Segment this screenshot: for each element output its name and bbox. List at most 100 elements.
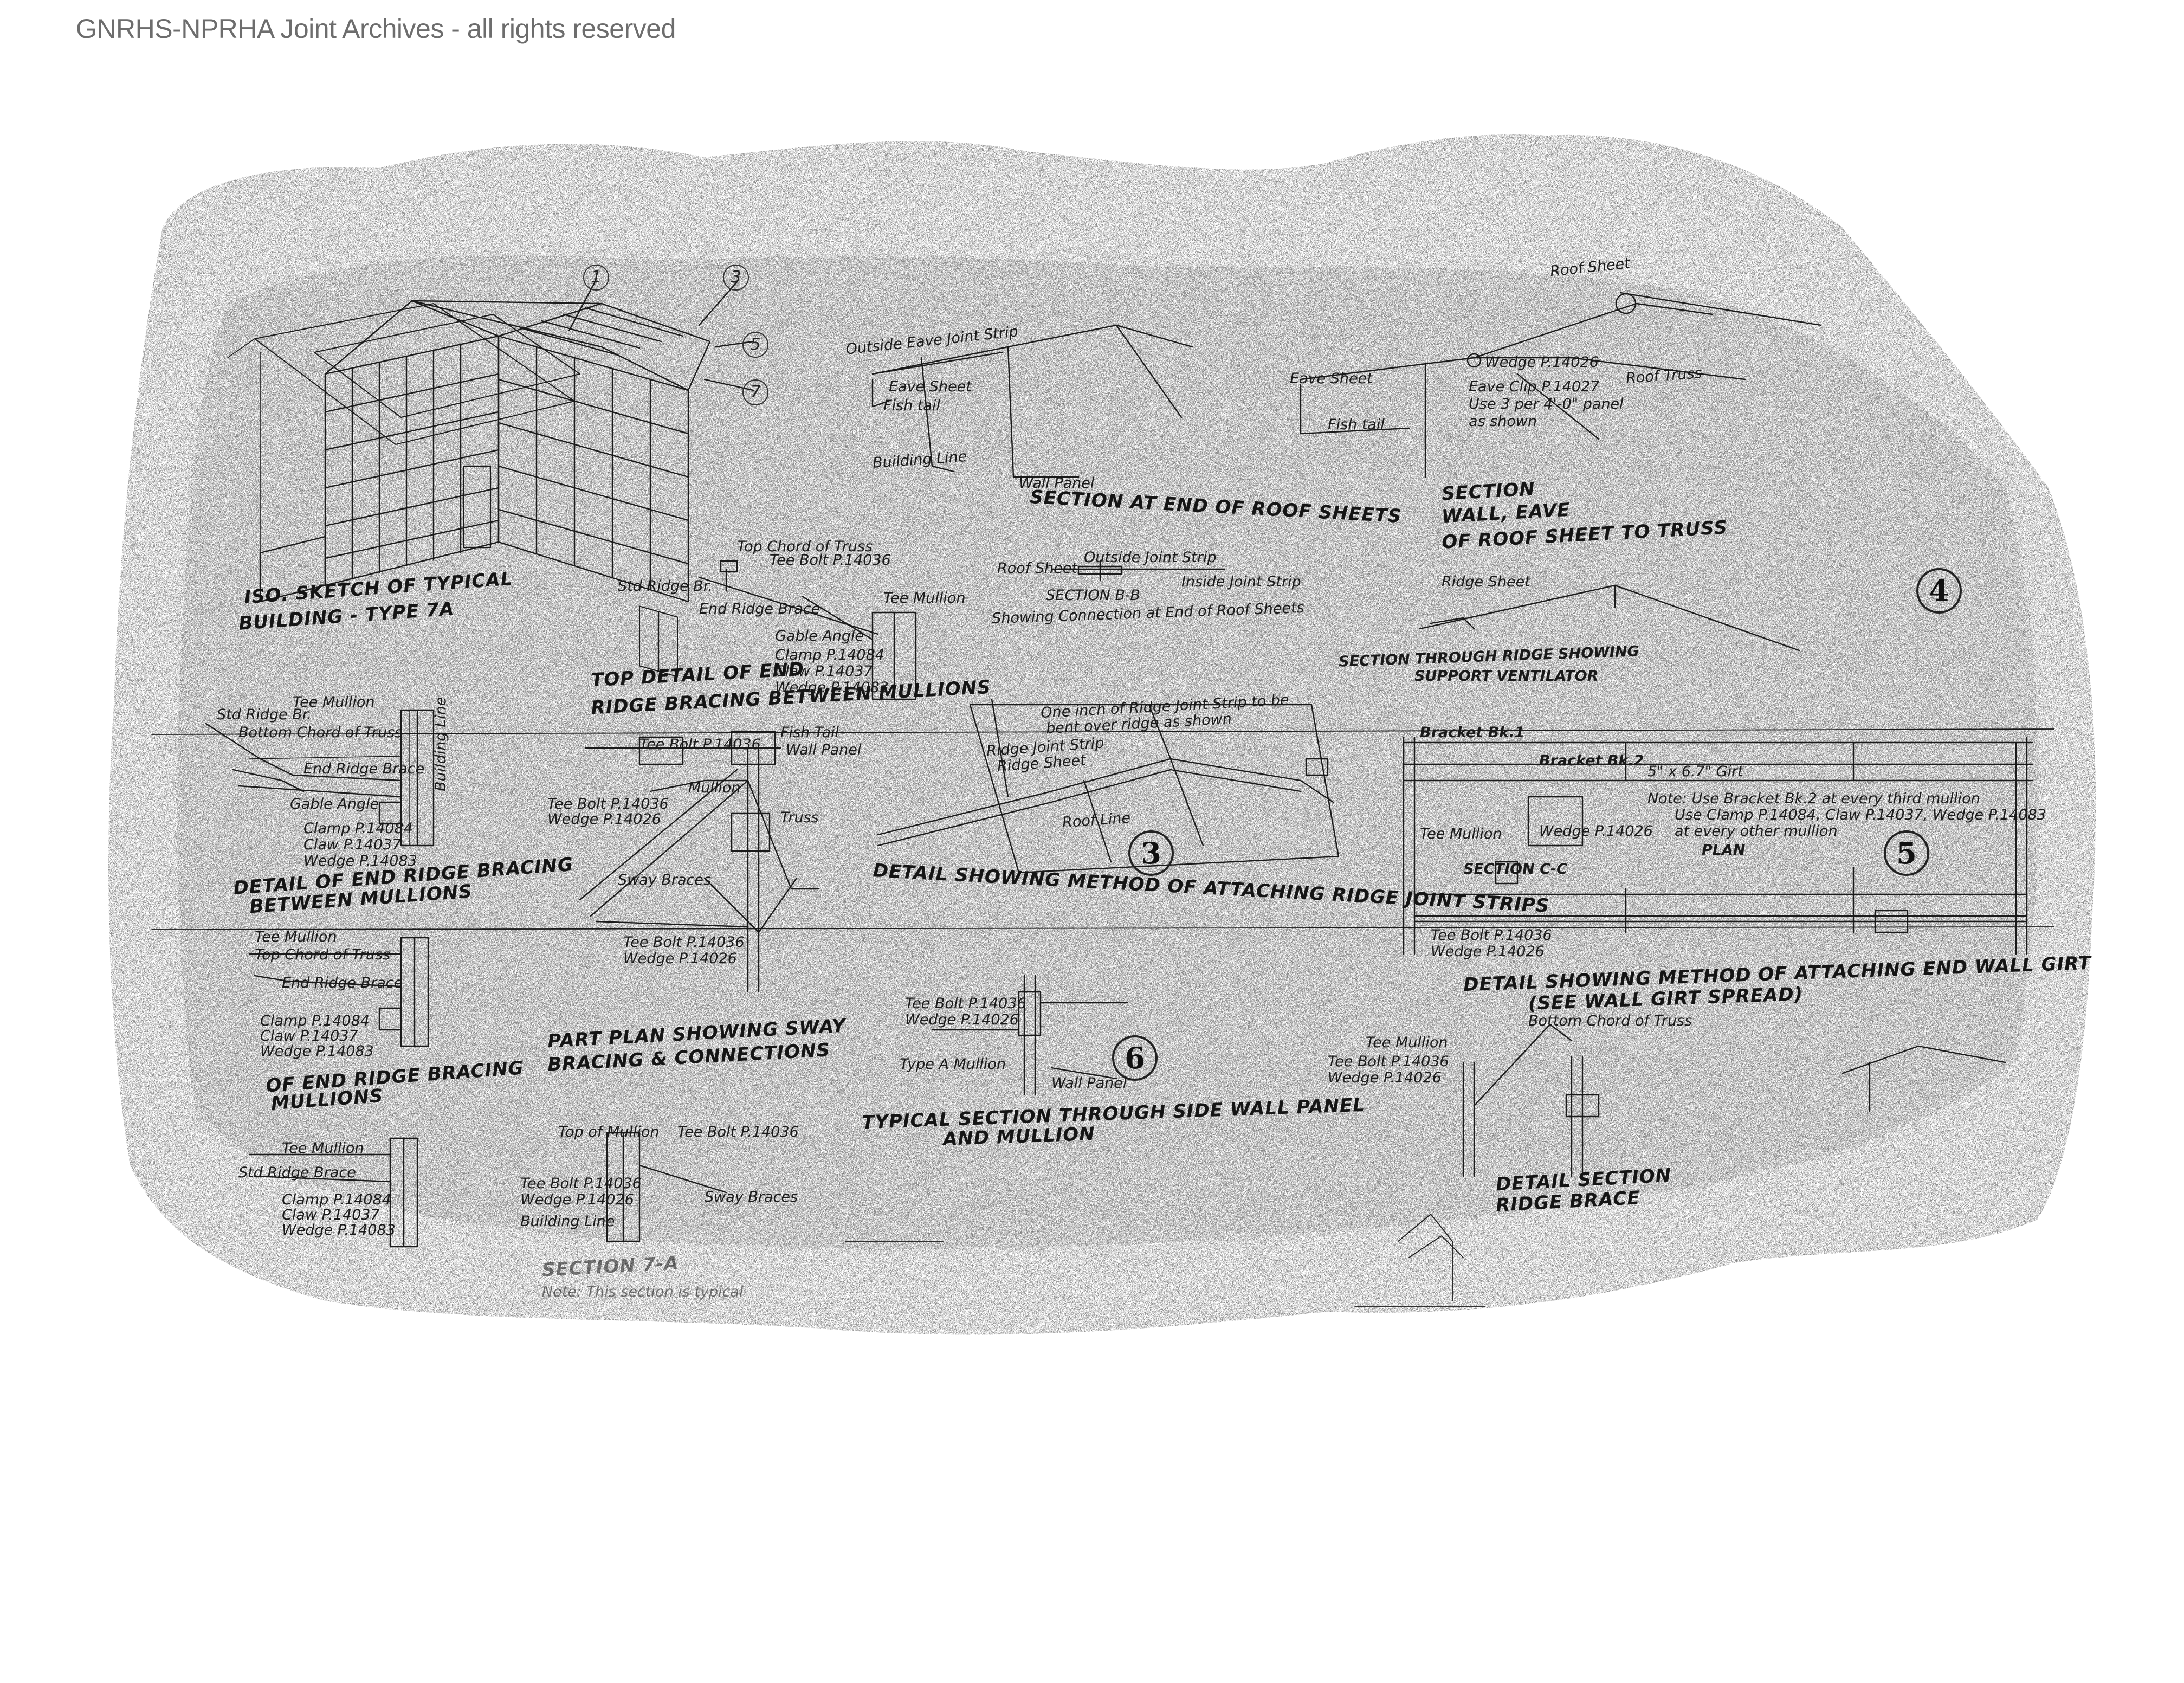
- bottom-left-drawing: [249, 1133, 726, 1247]
- label-wedge: Wedge P.14026: [1485, 354, 1599, 371]
- lower-center-drawing: [845, 1214, 1485, 1306]
- linework: [152, 282, 2054, 1306]
- label-tee-mullion-girt: Tee Mullion: [1420, 826, 1502, 842]
- title-typical-section-line2: AND MULLION: [942, 1123, 1096, 1150]
- label-eave-sheet-2: Eave Sheet: [1290, 370, 1373, 387]
- label-std-ridge-brace-left: Std Ridge Br.: [217, 706, 312, 723]
- label-wedge-girt: Wedge P.14026: [1539, 823, 1653, 840]
- label-tee-bolt-bottom-2: Tee Bolt P.14036: [520, 1175, 642, 1192]
- label-fish-tail: Fish tail: [883, 397, 940, 414]
- label-wedge-lower: Wedge P.14026: [1328, 1069, 1442, 1086]
- label-wedge-bottom: Wedge P.14083: [282, 1222, 396, 1239]
- label-clamp-left: Clamp P.14084: [303, 820, 413, 837]
- label-roof-sheet-bb: Roof Sheet: [997, 560, 1077, 577]
- label-wall-panel-section: Wall Panel: [1051, 1075, 1127, 1092]
- label-girt: 5" x 6.7" Girt: [1647, 763, 1743, 780]
- label-fish-tail-2: Fish tail: [1328, 416, 1385, 433]
- label-wedge-bottom-2: Wedge P.14026: [520, 1191, 634, 1208]
- label-note-bracket: Note: Use Bracket Bk.2 at every third mu…: [1647, 790, 1980, 807]
- section-end-roof-sheets-drawing: [873, 325, 1192, 477]
- detail-number-6: 6: [1112, 1035, 1158, 1081]
- girt-detail-drawing: [1404, 737, 2032, 954]
- label-mullion-plan: Mullion: [688, 779, 741, 796]
- label-clamp-bottom: Clamp P.14084: [282, 1191, 391, 1208]
- label-plan: PLAN: [1702, 842, 1746, 859]
- label-tee-bolt-girt: Tee Bolt P.14036: [1431, 927, 1552, 944]
- label-gable-angle-left: Gable Angle: [290, 796, 379, 813]
- archive-watermark: GNRHS-NPRHA Joint Archives - all rights …: [76, 14, 676, 44]
- label-building-line-left: Building Line: [432, 697, 449, 791]
- label-top-of-mullion: Top of Mullion: [558, 1124, 660, 1140]
- label-section-cc: SECTION C-C: [1463, 861, 1567, 878]
- label-as-shown: as shown: [1469, 413, 1537, 430]
- label-end-ridge-brace-left: End Ridge Brace: [303, 760, 425, 777]
- label-tee-bolt: Tee Bolt P.14036: [770, 552, 891, 569]
- detail-number-4: 4: [1916, 568, 1962, 614]
- label-wedge-girt-2: Wedge P.14026: [1431, 943, 1545, 960]
- title-section-wall-line1: SECTION: [1441, 478, 1536, 505]
- label-std-ridge-brace: Std Ridge Br.: [618, 578, 713, 595]
- callout-7: 7: [742, 379, 768, 405]
- label-tee-bolt-plan-2: Tee Bolt P.14036: [547, 796, 669, 813]
- label-eave-clip: Eave Clip P.14027: [1469, 378, 1600, 395]
- paper-texture: [108, 134, 2096, 1335]
- label-sway-braces-bottom: Sway Braces: [705, 1189, 798, 1205]
- label-tee-mullion-lower: Tee Mullion: [1366, 1034, 1448, 1051]
- part-plan-drawing: [580, 732, 818, 992]
- label-section-bb: SECTION B-B: [1046, 587, 1140, 604]
- top-detail-drawing: [699, 561, 916, 699]
- label-claw-lower: Claw P.14037: [260, 1028, 358, 1044]
- section-bb-drawing: [1051, 561, 1225, 580]
- label-std-ridge-brace-bottom: Std Ridge Brace: [238, 1164, 356, 1181]
- label-building-line-bottom: Building Line: [520, 1213, 615, 1230]
- callout-1: 1: [583, 265, 609, 291]
- label-eave-sheet: Eave Sheet: [889, 378, 972, 395]
- label-sway-braces: Sway Braces: [618, 872, 712, 888]
- ridge-joint-drawing: [878, 699, 1339, 873]
- iso-building-sketch: [228, 282, 753, 676]
- label-claw-top: Claw P.14037: [775, 663, 873, 680]
- label-tee-mullion-left: Tee Mullion: [293, 694, 375, 711]
- label-clamp-lower: Clamp P.14084: [260, 1013, 370, 1029]
- label-wedge-left: Wedge P.14083: [303, 853, 417, 869]
- label-ridge-sheet: Ridge Sheet: [1442, 573, 1530, 590]
- label-wall-panel-plan: Wall Panel: [786, 741, 862, 758]
- callout-5: 5: [742, 332, 768, 358]
- section-through-ridge-drawing: [1420, 585, 1799, 650]
- side-wall-section-drawing: [932, 976, 1127, 1095]
- label-end-ridge-brace-lower: End Ridge Brace: [282, 975, 403, 991]
- detail-number-3: 3: [1128, 830, 1174, 876]
- label-wedge-plan: Wedge P.14026: [547, 811, 661, 828]
- label-bracket-bk1: Bracket Bk.1: [1420, 724, 1525, 741]
- label-wedge-section: Wedge P.14026: [905, 1011, 1019, 1028]
- label-support-ventilator: SUPPORT VENTILATOR: [1414, 668, 1599, 685]
- label-tee-bolt-plan: Tee Bolt P.14036: [639, 736, 761, 753]
- label-every-other: at every other mullion: [1675, 823, 1838, 840]
- label-wedge-top: Wedge P.14083: [775, 679, 889, 696]
- detail-number-5: 5: [1884, 830, 1929, 876]
- lower-end-ridge-drawing: [249, 938, 428, 1046]
- label-tee-mullion-lower-left: Tee Mullion: [255, 928, 337, 945]
- label-tee-mullion-bottom: Tee Mullion: [282, 1140, 364, 1157]
- label-fish-tail-plan: Fish Tail: [780, 724, 839, 741]
- label-top-chord-truss: Top Chord of Truss: [737, 538, 873, 555]
- label-clamp-top: Clamp P.14084: [775, 647, 884, 663]
- label-tee-mullion-top: Tee Mullion: [883, 590, 966, 607]
- label-inside-joint-strip: Inside Joint Strip: [1181, 573, 1301, 590]
- detail-end-ridge-drawing: [206, 710, 434, 846]
- label-type-a-mullion: Type A Mullion: [900, 1056, 1006, 1073]
- section-wall-eave-drawing: [1301, 293, 1821, 477]
- label-tee-bolt-lower: Tee Bolt P.14036: [1328, 1053, 1449, 1070]
- label-outside-joint-strip: Outside Joint Strip: [1084, 549, 1217, 566]
- label-bracket-bk2: Bracket Bk.2: [1539, 752, 1644, 769]
- label-wall-panel: Wall Panel: [1019, 475, 1095, 492]
- label-top-chord-lower-left: Top Chord of Truss: [255, 946, 391, 963]
- label-tee-bolt-section: Tee Bolt P.14036: [905, 995, 1026, 1012]
- label-end-ridge-brace: End Ridge Brace: [699, 601, 820, 617]
- label-use-3-per: Use 3 per 4'-0" panel: [1469, 396, 1624, 412]
- label-bottom-chord-girt: Bottom Chord of Truss: [1528, 1013, 1692, 1029]
- label-gable-angle-top: Gable Angle: [775, 628, 864, 644]
- label-wedge-lower-left: Wedge P.14083: [260, 1043, 374, 1060]
